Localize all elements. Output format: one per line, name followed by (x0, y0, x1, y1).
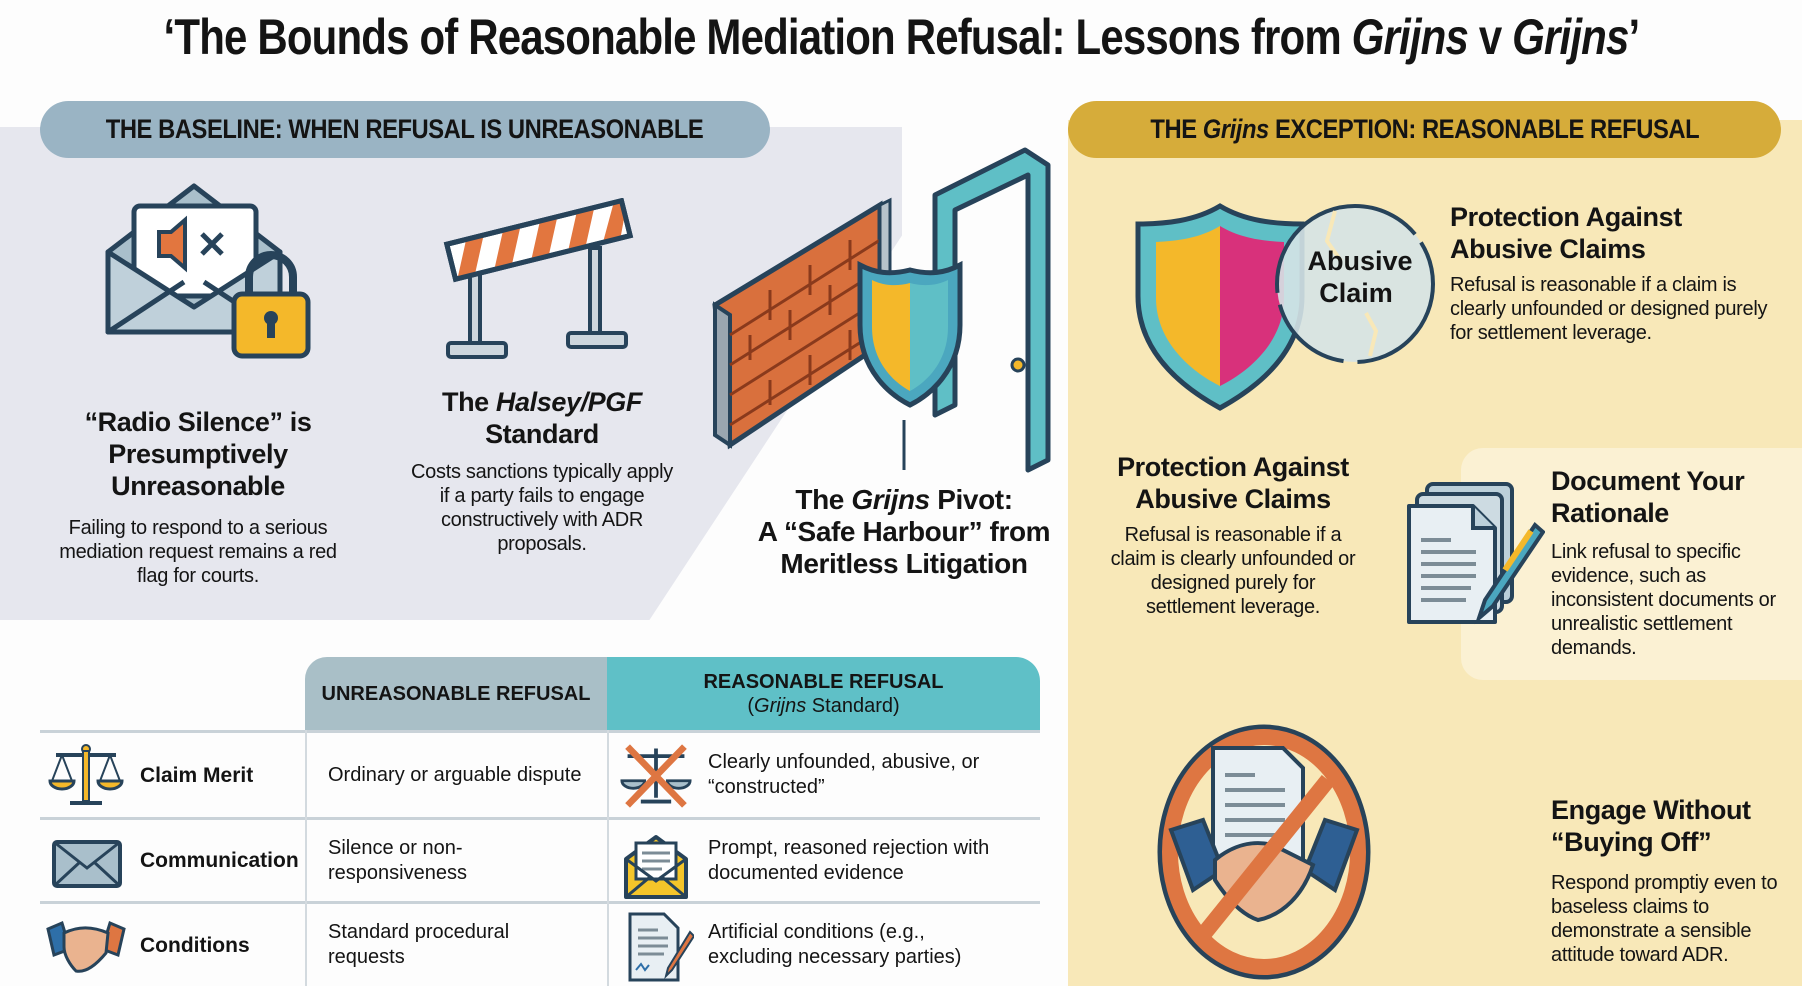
col-header-reasonable-line2: (Grijns Standard) (747, 694, 899, 718)
halsey-heading-post: Standard (485, 419, 599, 449)
row-divider (40, 901, 1040, 904)
col-divider (607, 730, 609, 986)
exception-pill-pre: THE (1150, 114, 1203, 144)
grijns-pivot-heading: The Grijns Pivot: A “Safe Harbour” from … (744, 484, 1064, 580)
col-header-standard: Standard) (806, 694, 900, 717)
halsey-body: Costs sanctions typically apply if a par… (411, 461, 673, 555)
engage-body: Respond promptiy even to baseless claims… (1551, 872, 1778, 966)
col-header-reasonable-line1: REASONABLE REFUSAL (703, 670, 944, 693)
comparison-table: UNREASONABLE REFUSAL REASONABLE REFUSAL … (40, 657, 1040, 986)
row-label-conditions: Conditions (140, 933, 250, 957)
title-quote: ’ (1628, 9, 1640, 65)
title-case-name: Grijns (1511, 9, 1629, 65)
exception-pill: THE Grijns EXCEPTION: REASONABLE REFUSAL (1068, 101, 1781, 158)
document-rationale-heading: Document Your Rationale (1551, 466, 1745, 528)
pivot-line1: The Grijns Pivot: (744, 484, 1064, 516)
envelope-icon (52, 840, 122, 888)
title-case-name: Grijns (1351, 9, 1468, 65)
protection-heading-2: Protection Against Abusive Claims (1117, 452, 1349, 514)
cell-reasonable: Clearly unfounded, abusive, or “construc… (708, 751, 980, 798)
pivot-pre: The (795, 484, 852, 515)
baseline-pill-label: THE BASELINE: WHEN REFUSAL IS UNREASONAB… (106, 114, 704, 144)
radio-silence-body: Failing to respond to a serious mediatio… (59, 517, 337, 587)
col-header-case: Grijns (754, 694, 807, 717)
title-v: v (1467, 9, 1512, 65)
document-rationale-body: Link refusal to specific evidence, such … (1551, 541, 1776, 659)
col-divider (305, 730, 307, 986)
scales-icon (48, 744, 124, 805)
halsey-heading-pre: The (442, 387, 496, 417)
paren: ( (747, 694, 755, 717)
cell-unreasonable: Silence or non-responsiveness (328, 836, 467, 884)
pivot-line2: A “Safe Harbour” from (757, 516, 1051, 547)
row-label-claim-merit: Claim Merit (140, 763, 254, 787)
documents-pen-icon (1407, 482, 1545, 625)
pivot-line3: Meritless Litigation (780, 548, 1028, 579)
abusive-claim-badge-line1: Abusive (1307, 246, 1412, 276)
envelope-mute-lock-icon (105, 183, 311, 359)
baseline-pill: THE BASELINE: WHEN REFUSAL IS UNREASONAB… (40, 101, 770, 158)
row-divider (40, 817, 1040, 820)
cell-unreasonable: Ordinary or arguable dispute (328, 763, 582, 786)
col-header-unreasonable: UNREASONABLE REFUSAL (305, 657, 607, 730)
row-label-communication: Communication (140, 849, 299, 872)
radio-silence-heading: “Radio Silence” is Presumptively Unreaso… (84, 407, 312, 501)
cell-reasonable: Artificial conditions (e.g., excluding n… (708, 921, 962, 968)
exception-pill-case: Grijns (1202, 114, 1269, 144)
open-letter-icon (624, 835, 688, 899)
cell-reasonable: Prompt, reasoned rejection with document… (708, 836, 990, 884)
signed-document-pen-icon (628, 912, 694, 982)
col-header-reasonable: REASONABLE REFUSAL (Grijns Standard) (607, 657, 1040, 730)
crossed-scales-icon (620, 744, 692, 808)
pivot-case: Grijns (851, 484, 930, 515)
protection-heading-1: Protection Against Abusive Claims (1450, 202, 1682, 264)
protection-body-1: Refusal is reasonable if a claim is clea… (1450, 274, 1768, 344)
cell-unreasonable: Standard procedural requests (328, 921, 510, 968)
abusive-claim-badge-line2: Claim (1319, 278, 1393, 308)
protection-body-2: Refusal is reasonable if a claim is clea… (1110, 524, 1356, 618)
no-buying-off-handshake-icon (1157, 724, 1371, 980)
shield-abusive-claim-icon: Abusive Claim (1135, 203, 1435, 411)
engage-heading: Engage Without “Buying Off” (1551, 795, 1751, 857)
pivot-post: Pivot: (929, 484, 1013, 515)
row-divider (40, 730, 1040, 733)
exception-pill-post: EXCEPTION: REASONABLE REFUSAL (1268, 114, 1700, 144)
halsey-heading-case: Halsey/PGF (495, 387, 642, 417)
page-title: ‘The Bounds of Reasonable Mediation Refu… (0, 8, 1802, 66)
handshake-icon (46, 920, 126, 973)
title-text: ‘The Bounds of Reasonable Mediation Refu… (163, 9, 1352, 65)
wall-shield-door-icon (712, 147, 1051, 473)
barrier-icon (443, 198, 634, 359)
